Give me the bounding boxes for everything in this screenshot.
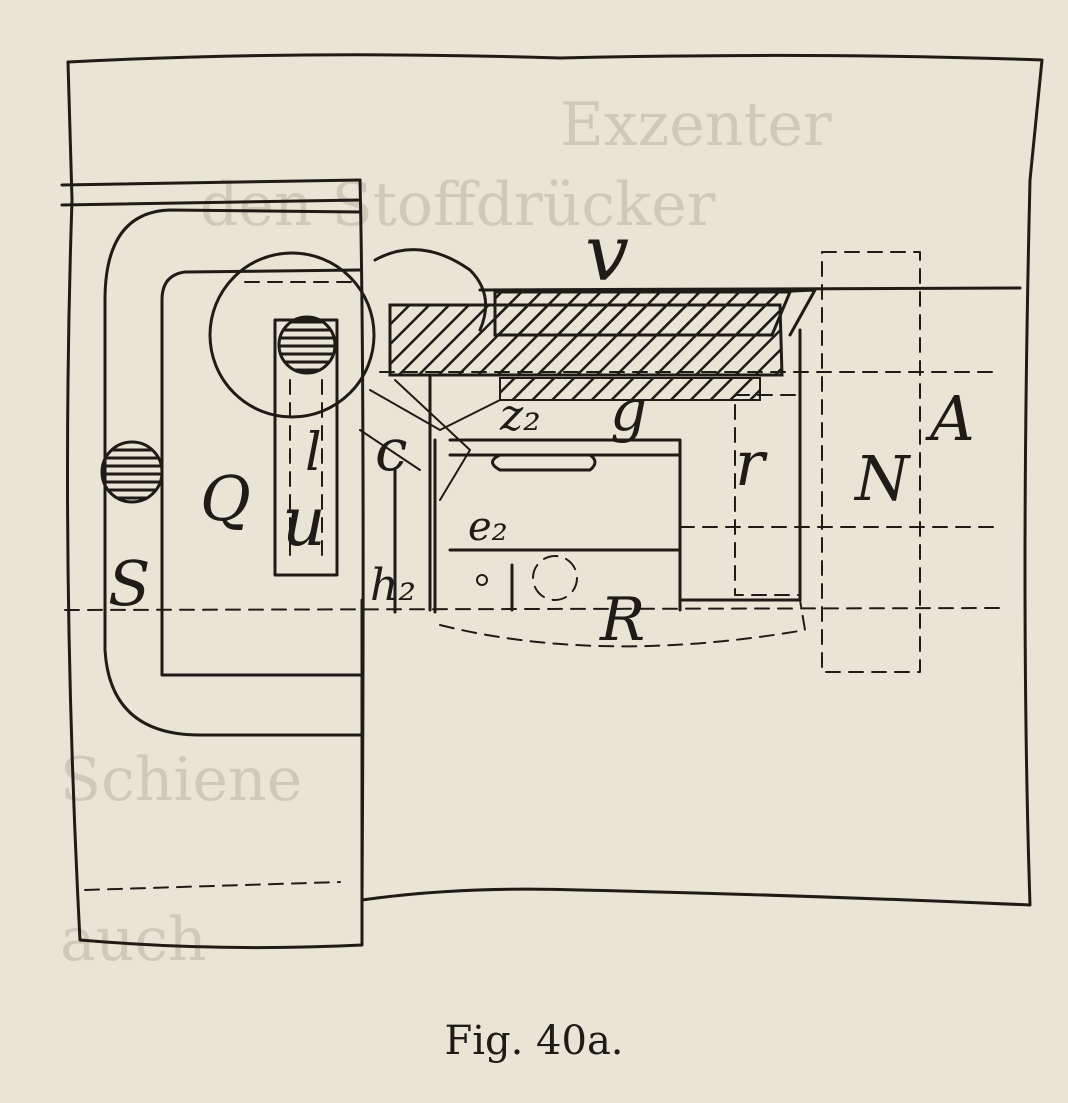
label-Q: Q: [200, 462, 251, 535]
slide-top-line: [478, 286, 1022, 292]
rail-second: [60, 198, 362, 207]
label-c: c: [375, 416, 407, 484]
u-frame-right: [358, 178, 365, 902]
bar-v-main: [388, 303, 784, 377]
svg-text:Exzenter: Exzenter: [560, 90, 832, 160]
u-frame-inner: [160, 268, 364, 677]
u-frame-outer: [103, 208, 364, 737]
hole-o: [476, 574, 488, 586]
svg-text:Schiene: Schiene: [60, 745, 302, 815]
label-l: l: [305, 423, 322, 483]
slot-z2: [491, 453, 597, 472]
dashed-roller: [532, 555, 578, 601]
plate-outline: [66, 53, 1044, 907]
bar-v-tip: [770, 288, 817, 337]
pin-upper: [277, 315, 337, 375]
label-h2: h₂: [370, 560, 416, 611]
label-A: A: [925, 382, 975, 455]
bar-v-lower: [499, 377, 761, 401]
lever-disc: [208, 251, 376, 419]
figure-caption: Fig. 40a.: [444, 1018, 624, 1064]
label-R: R: [599, 585, 645, 655]
plate-left-edge: [66, 60, 364, 950]
rail-top: [60, 178, 362, 187]
block-g: [428, 373, 682, 612]
label-z2: z₂: [499, 390, 541, 441]
label-g: g: [610, 376, 647, 444]
link-rod: [359, 379, 501, 501]
dashed-arc: [439, 599, 806, 648]
pin-left: [100, 440, 164, 504]
label-u: u: [282, 483, 326, 562]
label-v: v: [585, 209, 629, 299]
label-r: r: [735, 427, 768, 500]
bleed-through-text: Exzenter den Stoffdrücker Schiene auch: [60, 90, 832, 975]
label-S: S: [108, 547, 150, 620]
label-N: N: [853, 442, 912, 515]
label-e2: e₂: [468, 504, 508, 550]
baseline: [64, 607, 1001, 611]
dashed-box-n: [821, 251, 921, 673]
dash-line-bottom: [84, 881, 341, 891]
